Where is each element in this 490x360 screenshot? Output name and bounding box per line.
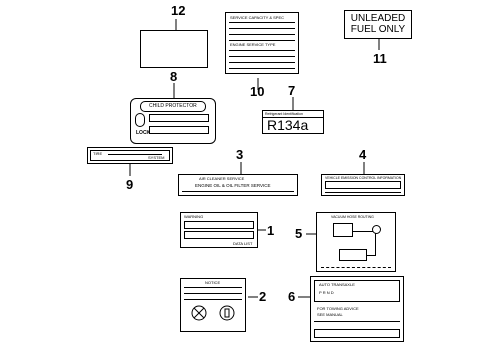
label-air-cleaner: AIR CLEANER SERVICE ENGINE OIL & OIL FIL… xyxy=(178,174,298,196)
warning-icon xyxy=(219,305,235,321)
callout-5: 5 xyxy=(295,226,303,241)
tire-label-left: TIRE xyxy=(93,151,103,156)
refrigerant-header: Refrigerant Identification xyxy=(265,112,303,116)
callout-3: 3 xyxy=(236,147,244,162)
callout-12: 12 xyxy=(171,3,186,18)
callout-6: 6 xyxy=(288,289,296,304)
transaxle-b: P R N D xyxy=(319,290,334,295)
warning-foot: DATA LIST xyxy=(233,241,253,246)
child-protector-lock: LOCK xyxy=(136,130,151,136)
label-unleaded-fuel: UNLEADED FUEL ONLY xyxy=(344,10,412,39)
air-cleaner-sub: ENGINE OIL & OIL FILTER SERVICE xyxy=(195,183,271,188)
label-vacuum-hose: VACUUM HOSE ROUTING xyxy=(316,212,396,272)
transaxle-c: FOR TOWING ADVICE xyxy=(317,306,359,311)
label-child-protector: CHILD PROTECTOR LOCK xyxy=(130,98,216,144)
label-tire-system: TIRE SYSTEM xyxy=(87,147,173,164)
label-emission: VEHICLE EMISSION CONTROL INFORMATION xyxy=(321,174,405,196)
vacuum-header: VACUUM HOSE ROUTING xyxy=(331,215,374,219)
tire-label-right: SYSTEM xyxy=(148,155,165,160)
warning-head: WARNING xyxy=(184,214,204,219)
air-cleaner-title: AIR CLEANER SERVICE xyxy=(199,176,245,181)
label-warning-data: WARNING DATA LIST xyxy=(180,212,258,248)
emission-header: VEHICLE EMISSION CONTROL INFORMATION xyxy=(325,176,402,180)
callout-10: 10 xyxy=(250,84,265,99)
label-blank-12 xyxy=(140,30,208,68)
callout-2: 2 xyxy=(259,289,267,304)
callout-8: 8 xyxy=(170,69,178,84)
label-auto-transaxle: AUTO TRANSAXLE P R N D FOR TOWING ADVICE… xyxy=(310,276,404,342)
callout-4: 4 xyxy=(359,147,367,162)
label-refrigerant: Refrigerant Identification R134a xyxy=(262,110,324,134)
label-service-capacity: SERVICE CAPACITY & SPEC ENGINE SERVICE T… xyxy=(225,12,299,74)
child-protector-title: CHILD PROTECTOR xyxy=(149,103,197,109)
label-notice: NOTICE xyxy=(180,278,246,332)
transaxle-d: SEE MANUAL xyxy=(317,312,343,317)
callout-11: 11 xyxy=(373,51,387,66)
callout-7: 7 xyxy=(288,83,296,98)
callout-1: 1 xyxy=(267,223,275,238)
prohibited-icon xyxy=(191,305,207,321)
refrigerant-code: R134a xyxy=(267,117,309,133)
fuel-line2: FUEL ONLY xyxy=(350,24,406,35)
fuel-line1: UNLEADED xyxy=(350,13,406,24)
callout-9: 9 xyxy=(126,177,134,192)
service-capacity-sub: ENGINE SERVICE TYPE xyxy=(230,42,276,47)
service-capacity-title: SERVICE CAPACITY & SPEC xyxy=(230,15,285,20)
notice-title: NOTICE xyxy=(205,280,221,285)
transaxle-a: AUTO TRANSAXLE xyxy=(319,282,355,287)
